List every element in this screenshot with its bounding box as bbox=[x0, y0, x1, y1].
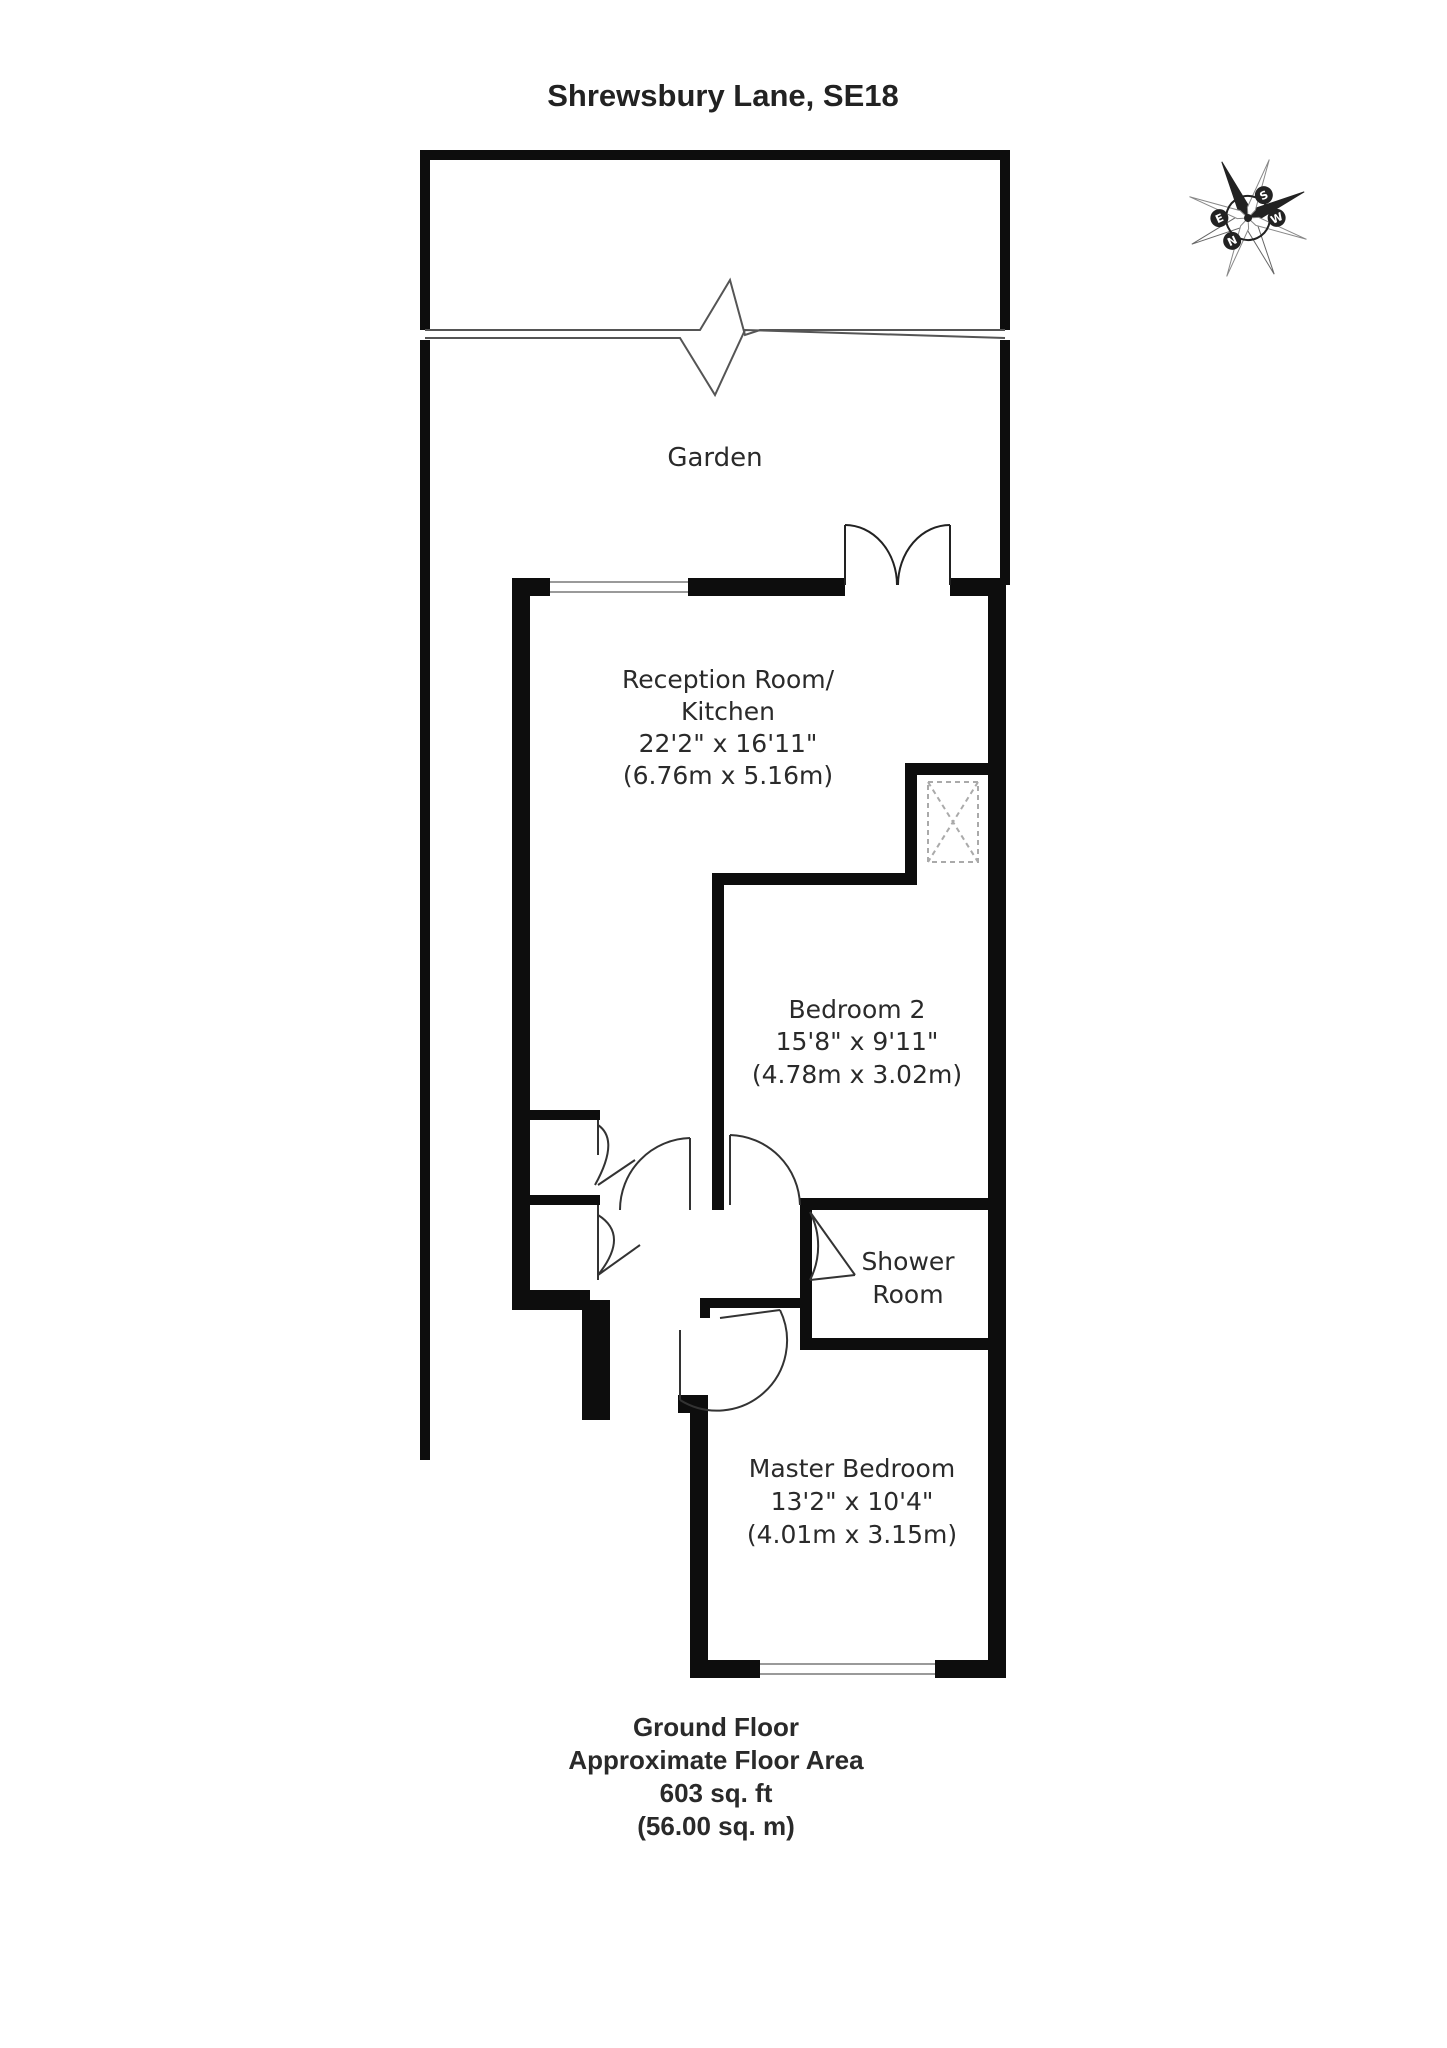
room-master-bedroom: Master Bedroom 13'2" x 10'4" (4.01m x 3.… bbox=[747, 1454, 957, 1549]
loft-hatch bbox=[927, 781, 979, 863]
room-name-line: Shower bbox=[861, 1247, 955, 1276]
flat-walls bbox=[512, 578, 1006, 1678]
garden-boundary bbox=[420, 150, 1010, 1460]
room-bedroom-2: Bedroom 2 15'8" x 9'11" (4.78m x 3.02m) bbox=[752, 995, 962, 1089]
floor-name: Ground Floor bbox=[633, 1712, 799, 1742]
room-imperial: 13'2" x 10'4" bbox=[771, 1487, 934, 1516]
room-imperial: 22'2" x 16'11" bbox=[639, 729, 818, 758]
room-name-line: Master Bedroom bbox=[749, 1454, 955, 1483]
compass-letter: W bbox=[1269, 210, 1285, 227]
room-metric: (6.76m x 5.16m) bbox=[623, 761, 833, 790]
area-sqm: (56.00 sq. m) bbox=[637, 1811, 795, 1841]
windows bbox=[550, 581, 935, 1675]
room-name-line: Room bbox=[872, 1280, 943, 1309]
room-name-line: Kitchen bbox=[681, 697, 775, 726]
garden-label: Garden bbox=[667, 443, 762, 473]
room-name-line: Bedroom 2 bbox=[789, 995, 926, 1024]
floor-area-summary: Ground Floor Approximate Floor Area 603 … bbox=[568, 1712, 864, 1841]
door-swings bbox=[594, 1120, 856, 1412]
plan-title: Shrewsbury Lane, SE18 bbox=[547, 78, 898, 113]
room-shower: Shower Room bbox=[861, 1247, 955, 1309]
room-metric: (4.01m x 3.15m) bbox=[747, 1520, 957, 1549]
garden-break-line bbox=[425, 277, 1006, 398]
area-sqft: 603 sq. ft bbox=[660, 1778, 773, 1808]
area-label: Approximate Floor Area bbox=[568, 1745, 864, 1775]
room-imperial: 15'8" x 9'11" bbox=[776, 1027, 939, 1056]
room-reception: Reception Room/ Kitchen 22'2" x 16'11" (… bbox=[622, 665, 835, 790]
compass-rose-icon: E S N W bbox=[1189, 159, 1307, 277]
room-metric: (4.78m x 3.02m) bbox=[752, 1060, 962, 1089]
french-doors bbox=[844, 524, 951, 586]
room-name-line: Reception Room/ bbox=[622, 665, 835, 694]
